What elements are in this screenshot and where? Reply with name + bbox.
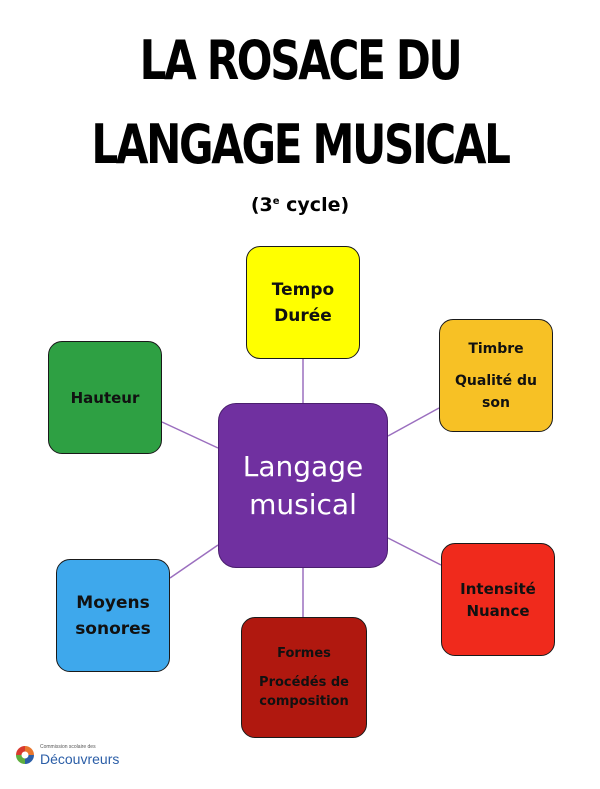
node-tempo-duree: Tempo Durée <box>246 246 360 359</box>
logo-icon <box>16 746 34 764</box>
center-line-1: Langage <box>242 449 364 483</box>
node-moyens-line-1: Moyens <box>76 592 150 613</box>
node-moyens-line-2: sonores <box>75 618 151 639</box>
node-timbre-line-1: Timbre <box>468 340 524 357</box>
node-timbre-line-2: Qualité du <box>455 372 537 389</box>
title-line-2: LANGAGE MUSICAL <box>91 113 511 176</box>
node-tempo-line-1: Tempo <box>271 279 335 300</box>
subtitle-prefix: (3 <box>250 194 273 216</box>
node-intensite-line-1: Intensité <box>460 579 536 598</box>
subtitle-superscript: e <box>272 196 280 207</box>
node-timbre: Timbre Qualité du son <box>439 319 553 432</box>
center-line-2: musical <box>249 487 357 521</box>
node-hauteur-label: Hauteur <box>70 388 140 407</box>
logo-small-text: Commission scolaire des <box>40 743 96 750</box>
node-formes-line-1: Formes <box>277 646 331 661</box>
connector-hauteur <box>161 421 219 449</box>
node-moyens-sonores: Moyens sonores <box>56 559 170 672</box>
node-intensite-line-2: Nuance <box>466 601 530 620</box>
node-formes: Formes Procédés de composition <box>241 617 367 738</box>
connector-intensite <box>387 537 442 566</box>
node-intensite-nuance: Intensité Nuance <box>441 543 555 656</box>
node-hauteur: Hauteur <box>48 341 162 454</box>
node-tempo-line-2: Durée <box>274 305 332 326</box>
connector-timbre <box>387 407 440 437</box>
title-line-1: LA ROSACE DU <box>139 29 463 92</box>
logo-name: Découvreurs <box>40 750 120 767</box>
center-node-langage-musical: Langage musical <box>218 403 388 568</box>
node-timbre-line-3: son <box>482 394 510 411</box>
node-formes-line-2: Procédés de <box>259 675 349 690</box>
subtitle: (3e cycle) <box>0 194 600 216</box>
subtitle-suffix: cycle) <box>279 194 350 216</box>
connector-moyens <box>169 544 219 579</box>
school-board-logo: Commission scolaire des Découvreurs <box>14 742 119 768</box>
node-formes-line-3: composition <box>259 694 349 709</box>
